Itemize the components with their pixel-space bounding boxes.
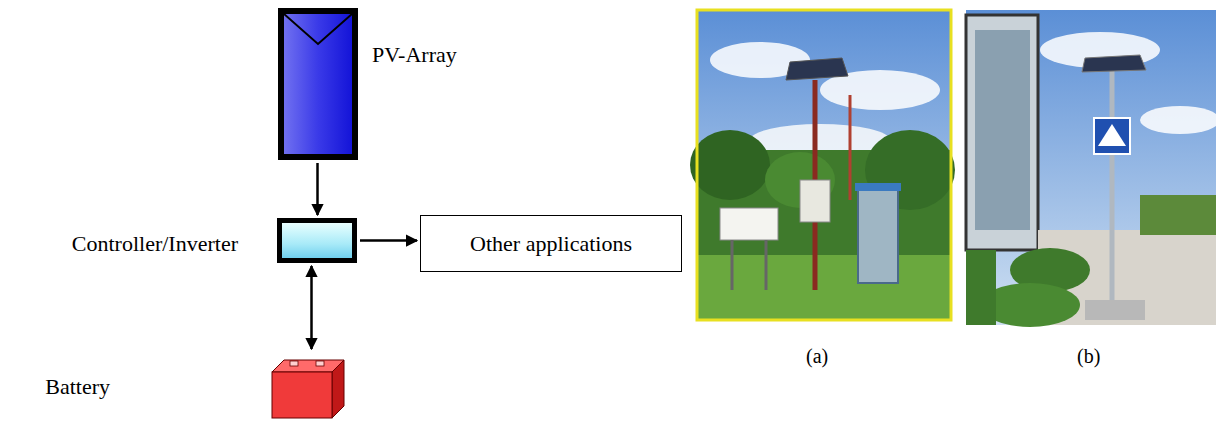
- battery-symbol: Battery: [270, 352, 346, 420]
- photo-b: [966, 10, 1216, 327]
- photo-a: [690, 10, 955, 320]
- box-text: Other applications: [470, 231, 632, 257]
- controller-box: Controller/Inverter: [277, 218, 357, 263]
- component-label: PV-Array: [372, 42, 457, 68]
- flow-arrow: [316, 163, 319, 215]
- flow-arrow: [310, 266, 313, 349]
- component-label: Battery: [45, 374, 110, 400]
- battery-drawing: [270, 352, 346, 420]
- pv-array-panel: PV-Array: [278, 8, 358, 160]
- component-label: Controller/Inverter: [72, 231, 238, 257]
- figure-caption-letter: (a): [806, 345, 828, 368]
- figure-caption-letter: (b): [1077, 345, 1100, 368]
- flow-arrow: [360, 239, 417, 242]
- application-box: Other applications: [420, 215, 682, 272]
- panel-mark: [284, 14, 352, 154]
